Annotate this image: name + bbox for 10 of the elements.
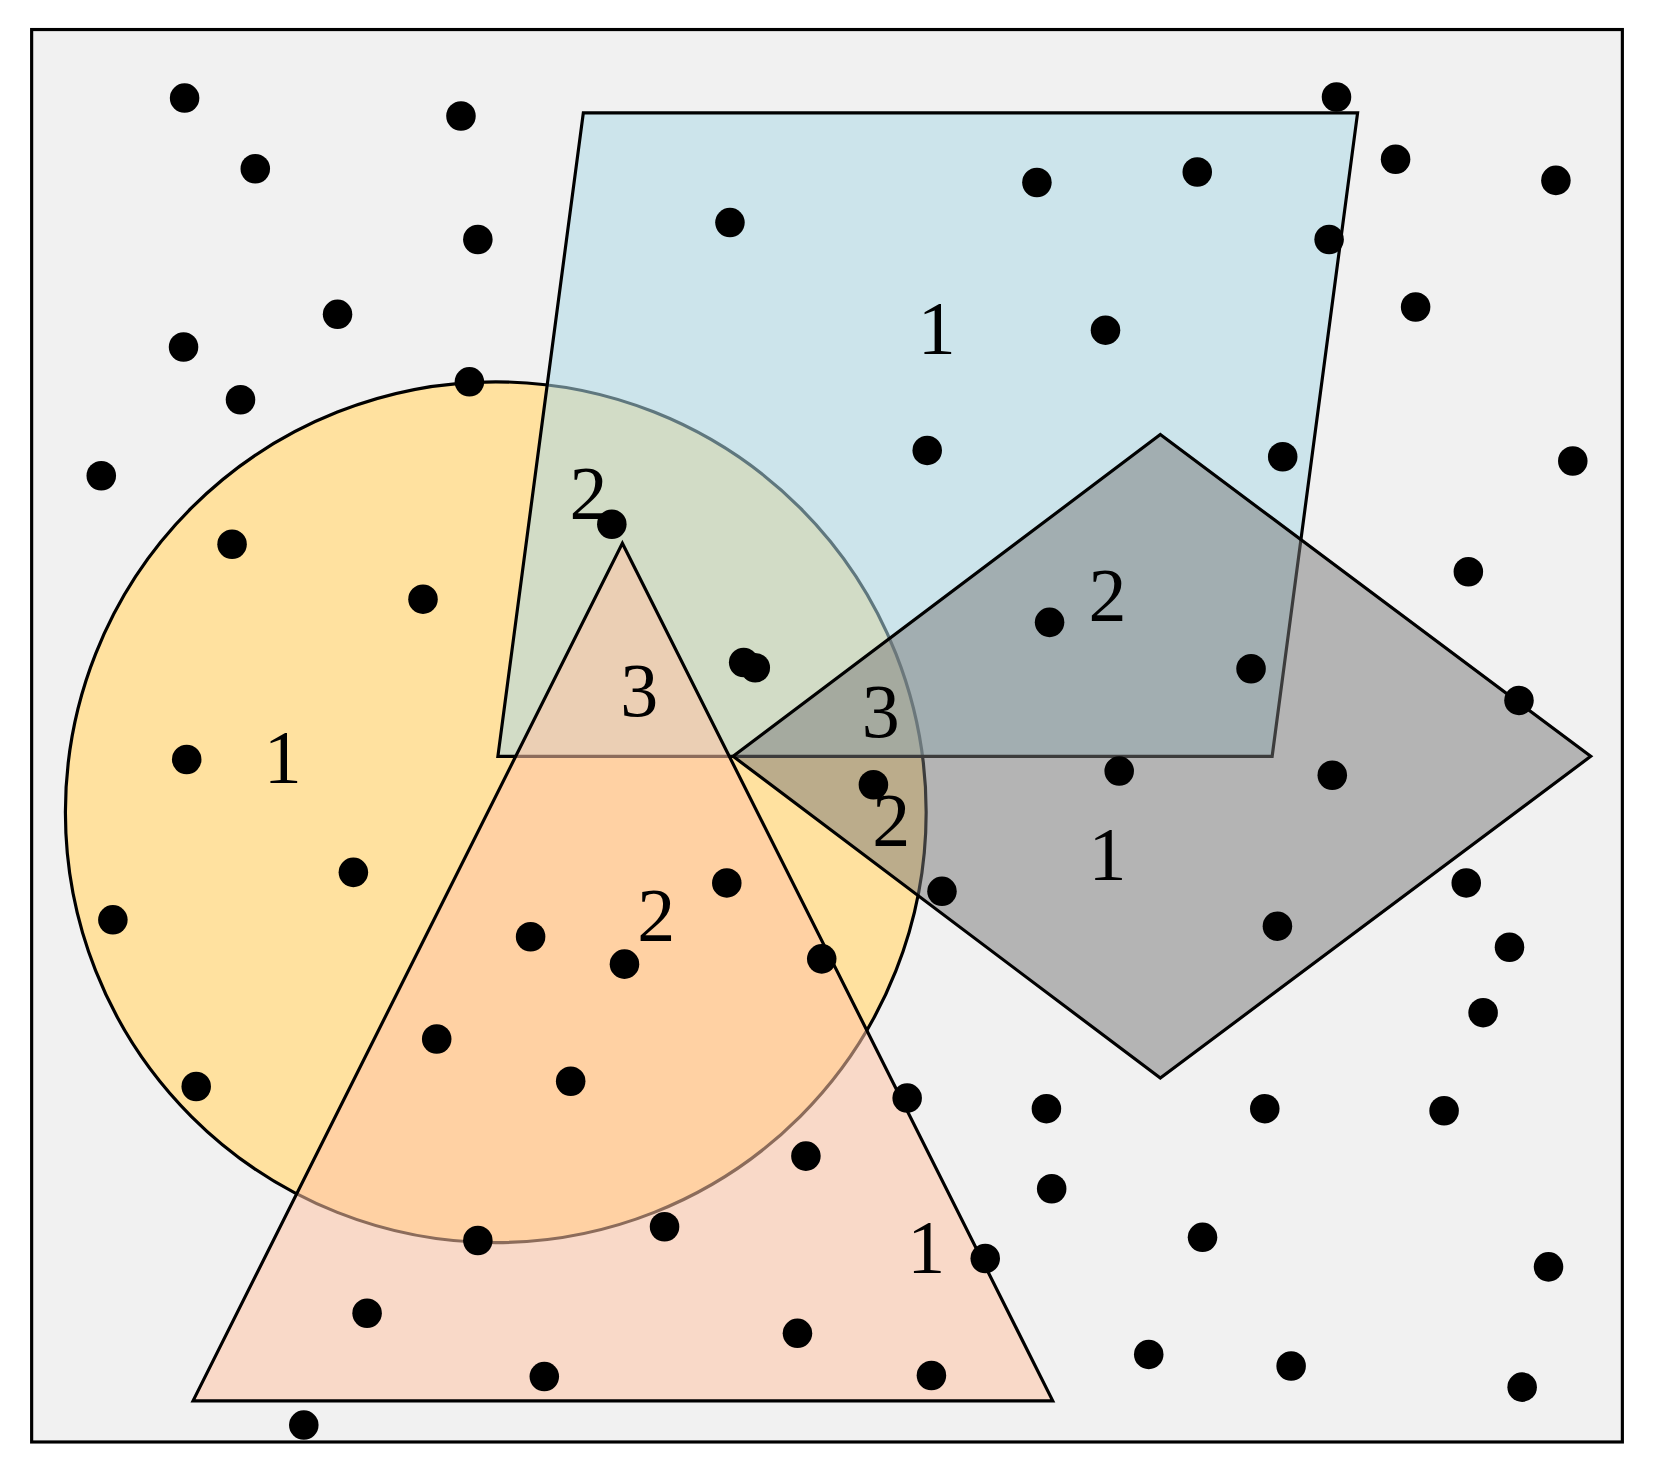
count-label: 2 xyxy=(569,455,608,532)
count-label: 2 xyxy=(872,782,911,859)
count-label: 1 xyxy=(263,719,302,796)
count-label: 1 xyxy=(1088,816,1127,893)
count-label: 1 xyxy=(917,291,956,368)
count-label: 3 xyxy=(620,652,659,729)
count-label: 1 xyxy=(907,1209,946,1286)
count-label: 3 xyxy=(861,674,900,750)
count-label: 2 xyxy=(637,877,676,954)
count-label: 2 xyxy=(1088,558,1127,634)
